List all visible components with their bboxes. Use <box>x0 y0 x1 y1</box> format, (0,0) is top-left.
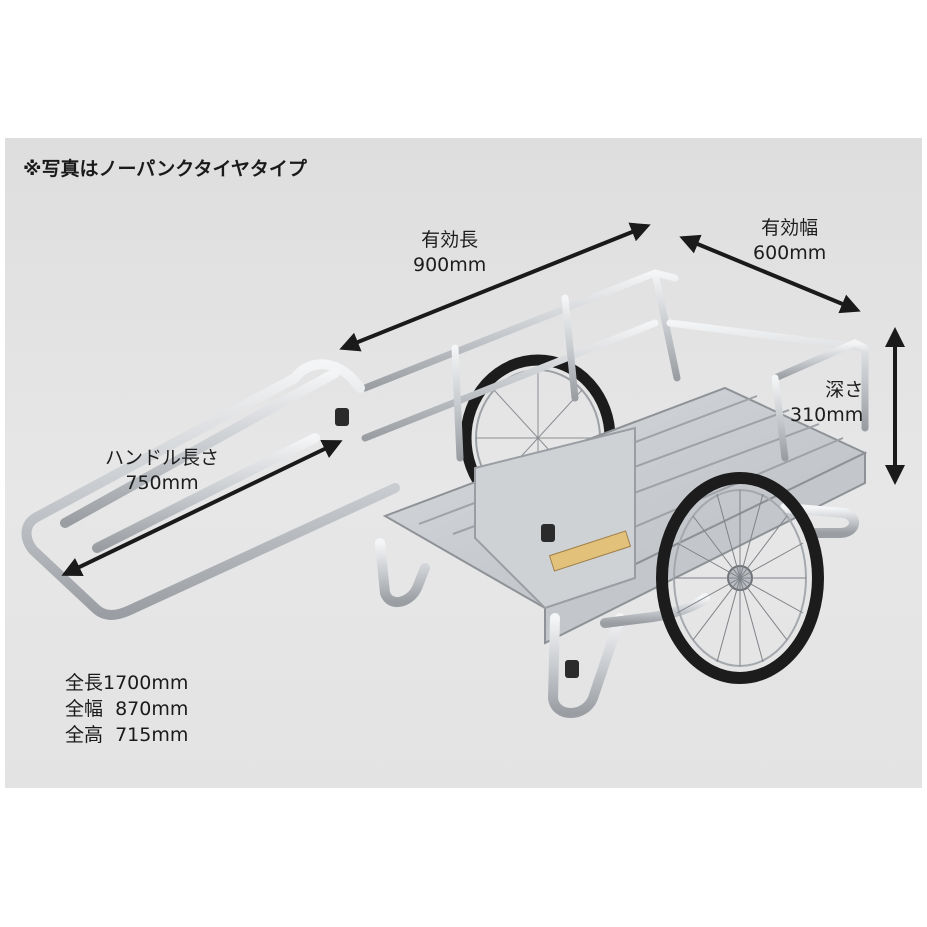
side-panel <box>474 426 636 610</box>
stand-legs <box>375 503 859 718</box>
effective-length-title: 有効長 <box>421 229 479 251</box>
arrow-handle-length <box>61 439 343 577</box>
dimension-arrows <box>61 222 905 577</box>
depth-title: 深さ <box>825 379 864 401</box>
handle-length-label: ハンドル長さ 750mm <box>105 446 219 496</box>
handle-length-title: ハンドル長さ <box>105 447 220 469</box>
handle-length-value: 750mm <box>125 472 199 494</box>
spec-total-height: 全高 715mm <box>65 724 189 746</box>
arrow-effective-length <box>339 222 651 352</box>
spec-total-width: 全幅 870mm <box>65 698 189 720</box>
cart-illustration <box>21 222 905 718</box>
warning-label <box>548 530 632 572</box>
front-wheel <box>656 472 824 684</box>
effective-width-label: 有効幅 600mm <box>753 216 826 266</box>
handle-knobs <box>335 408 579 678</box>
effective-width-title: 有効幅 <box>761 217 819 239</box>
effective-length-value: 900mm <box>413 254 487 276</box>
effective-width-value: 600mm <box>753 242 827 264</box>
depth-value: 310mm <box>790 404 864 426</box>
depth-label: 深さ 310mm <box>790 378 863 428</box>
photo-note: ※写真はノーパンクタイヤタイプ <box>23 158 307 180</box>
arrow-effective-width <box>679 234 861 314</box>
product-photo-panel: ※写真はノーパンクタイヤタイプ 有効長 900mm 有効幅 600mm 深さ 3… <box>5 138 922 788</box>
overall-specs: 全長1700mm 全幅 870mm 全高 715mm <box>65 670 188 748</box>
effective-length-label: 有効長 900mm <box>413 228 486 278</box>
spec-total-length: 全長1700mm <box>65 672 189 694</box>
